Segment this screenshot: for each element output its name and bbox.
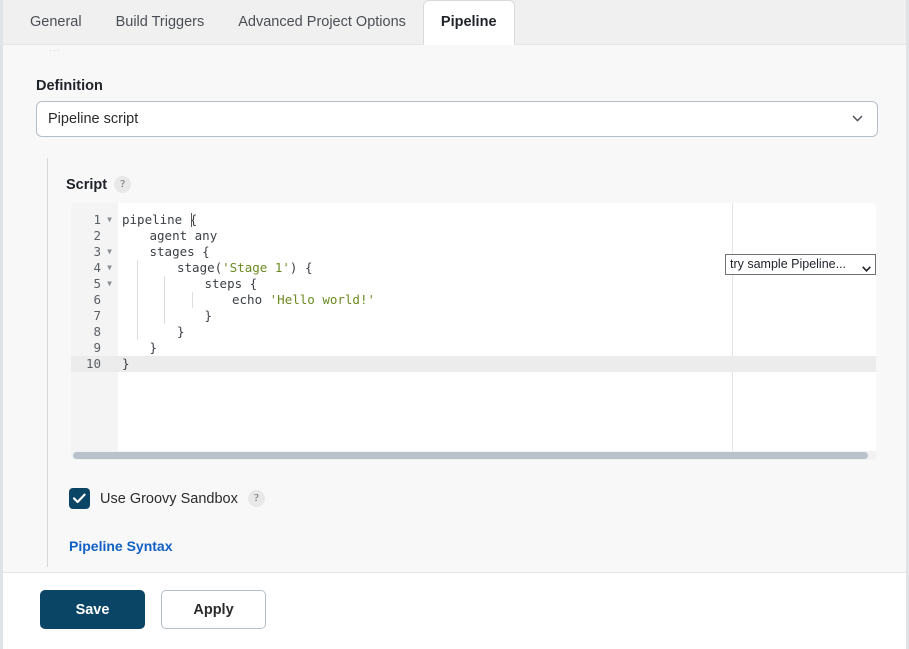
definition-label: Definition (36, 78, 103, 94)
script-label: Script (66, 176, 108, 193)
line-number: 6 (93, 292, 101, 307)
code-text: stage('Stage 1') { (177, 260, 313, 275)
definition-select[interactable]: Pipeline script (36, 101, 878, 137)
definition-selected-value: Pipeline script (48, 111, 139, 127)
code-line: } (118, 340, 876, 356)
code-text: echo 'Hello world!' (232, 292, 375, 307)
line-number: 1▼ (71, 212, 118, 228)
code-text: steps { (204, 276, 258, 291)
code-line: steps { (118, 276, 876, 292)
code-line: pipeline { (118, 212, 876, 228)
indent-guide (136, 324, 138, 340)
code-string-literal: 'Stage 1' (222, 260, 290, 275)
text-caret (190, 213, 192, 227)
apply-button[interactable]: Apply (161, 590, 266, 629)
code-line: echo 'Hello world!' (118, 292, 876, 308)
use-groovy-sandbox-label: Use Groovy Sandbox (100, 490, 238, 507)
code-string-literal: 'Hello world!' (269, 292, 375, 307)
line-number: 2 (93, 228, 101, 243)
code-line: } (118, 324, 876, 340)
check-icon (73, 493, 86, 504)
code-text: } (204, 308, 213, 323)
script-section-rail (47, 158, 48, 567)
code-text: } (149, 340, 158, 355)
tab-build-triggers[interactable]: Build Triggers (115, 14, 205, 30)
editor-horizontal-scrollbar[interactable] (71, 451, 876, 460)
fold-triangle-icon[interactable]: ▼ (107, 215, 112, 224)
editor-gutter (71, 203, 118, 451)
indent-guide (191, 292, 193, 308)
active-line-highlight (71, 356, 876, 372)
code-text: agent any (149, 228, 218, 243)
code-text: pipeline { (122, 212, 198, 227)
form-footer: Save Apply (3, 572, 906, 649)
scrollbar-thumb[interactable] (73, 452, 868, 459)
fold-triangle-icon[interactable]: ▼ (107, 247, 112, 256)
indent-guide (164, 308, 166, 324)
indent-guide (136, 292, 138, 308)
chevron-down-icon (852, 115, 863, 122)
sandbox-help-icon[interactable]: ? (247, 490, 265, 507)
fold-triangle-icon[interactable]: ▼ (107, 263, 112, 272)
line-number: 10 (85, 356, 101, 371)
config-content: ... Definition Pipeline script Script ? … (3, 45, 906, 573)
code-text: } (177, 324, 185, 339)
pipeline-syntax-link[interactable]: Pipeline Syntax (69, 538, 173, 554)
config-tabbar: General Build Triggers Advanced Project … (3, 0, 906, 45)
code-line: agent any (118, 228, 876, 244)
line-number: 8 (93, 324, 101, 339)
save-button[interactable]: Save (40, 590, 145, 629)
line-number: 5▼ (71, 276, 118, 292)
indent-guide (164, 276, 166, 292)
groovy-sandbox-row: Use Groovy Sandbox ? (69, 488, 265, 509)
tab-general[interactable]: General (30, 14, 82, 30)
try-sample-pipeline-select[interactable]: try sample Pipeline... (725, 254, 876, 275)
line-number: 3▼ (71, 244, 118, 260)
code-text: stages { (149, 244, 210, 259)
tab-pipeline[interactable]: Pipeline (422, 0, 515, 45)
chevron-down-icon (862, 261, 871, 272)
line-number: 7 (93, 308, 101, 323)
code-line: } (118, 308, 876, 324)
indent-guide (136, 276, 138, 292)
form-button-row: Save Apply (40, 590, 266, 629)
script-heading: Script ? (66, 176, 132, 193)
fold-triangle-icon[interactable]: ▼ (107, 279, 112, 288)
indent-guide (164, 292, 166, 308)
code-text: } (122, 356, 130, 371)
code-line: stages { (118, 244, 876, 260)
line-number: 4▼ (71, 260, 118, 276)
use-groovy-sandbox-checkbox[interactable] (69, 488, 90, 509)
indent-guide (136, 260, 138, 276)
clipped-scrolled-text: ... (49, 45, 60, 51)
script-help-icon[interactable]: ? (114, 176, 132, 193)
tab-list: General Build Triggers Advanced Project … (13, 0, 515, 45)
code-line: } (118, 356, 876, 372)
tab-advanced-project-options[interactable]: Advanced Project Options (238, 14, 406, 30)
line-number: 9 (93, 340, 101, 355)
editor-code-area[interactable] (118, 203, 876, 451)
code-line: stage('Stage 1') { (118, 260, 876, 276)
print-margin-line (732, 203, 733, 451)
indent-guide (136, 308, 138, 324)
sample-pipeline-selected-value: try sample Pipeline... (730, 257, 847, 271)
